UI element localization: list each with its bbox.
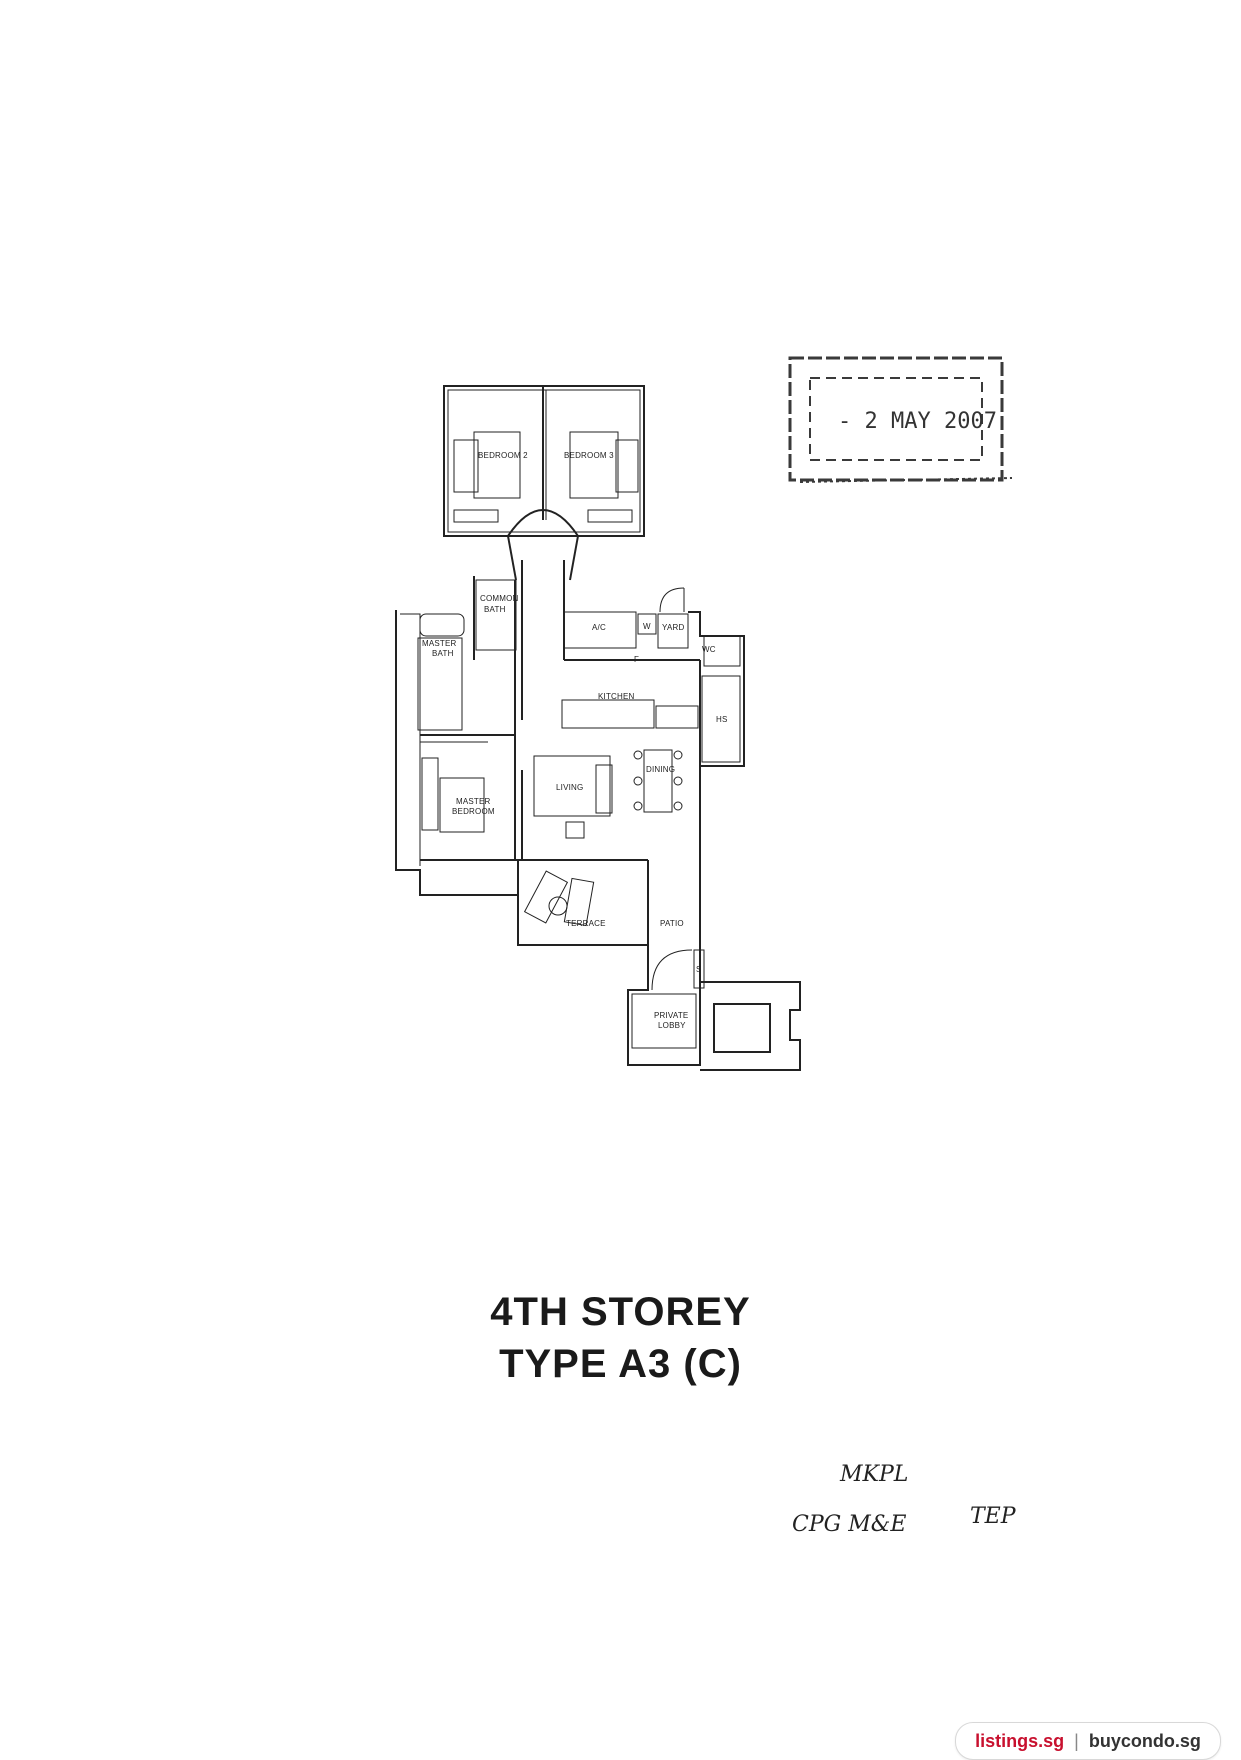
label-w: W <box>643 622 651 631</box>
corridor-arch <box>507 509 579 537</box>
signature-cpg: CPG M&E <box>792 1512 907 1537</box>
label-master-bath-2: BATH <box>432 649 454 658</box>
label-living: LIVING <box>556 783 583 792</box>
stamp-date: - 2 MAY 2007 <box>838 409 997 434</box>
footer-link-listings[interactable]: listings.sg <box>975 1730 1065 1751</box>
label-f: F <box>634 655 639 664</box>
plan-title-storey: 4TH STOREY <box>490 1290 751 1334</box>
outer-wall-left <box>395 610 649 946</box>
footer-badge[interactable]: listings.sg | buycondo.sg <box>955 1722 1221 1760</box>
label-yard: YARD <box>662 623 684 632</box>
signature-tep: TEP <box>970 1504 1016 1529</box>
label-hs: HS <box>716 715 728 724</box>
label-dining: DINING <box>646 765 675 774</box>
label-common-bath-1: COMMON <box>480 594 519 603</box>
label-terrace: TERRACE <box>566 919 606 928</box>
label-master-bedroom-2: BEDROOM <box>452 807 495 816</box>
footer-separator: | <box>1074 1730 1079 1751</box>
label-master-bath-1: MASTER <box>422 639 457 648</box>
footer-link-buycondo[interactable]: buycondo.sg <box>1088 1730 1201 1751</box>
received-stamp <box>788 356 1013 483</box>
label-bedroom2: BEDROOM 2 <box>478 451 528 460</box>
label-kitchen: KITCHEN <box>598 692 635 701</box>
label-ac: A/C <box>592 623 606 632</box>
plan-title-type: TYPE A3 (C) <box>499 1342 742 1386</box>
label-private-lobby-2: LOBBY <box>658 1021 686 1030</box>
label-patio: PATIO <box>660 919 684 928</box>
signature-mkpl: MKPL <box>840 1462 909 1487</box>
label-common-bath-2: BATH <box>484 605 506 614</box>
label-bedroom3: BEDROOM 3 <box>564 451 614 460</box>
label-master-bedroom-1: MASTER <box>456 797 491 806</box>
label-private-lobby-1: PRIVATE <box>654 1011 688 1020</box>
label-s: S <box>696 965 702 974</box>
label-wc: WC <box>702 645 716 654</box>
